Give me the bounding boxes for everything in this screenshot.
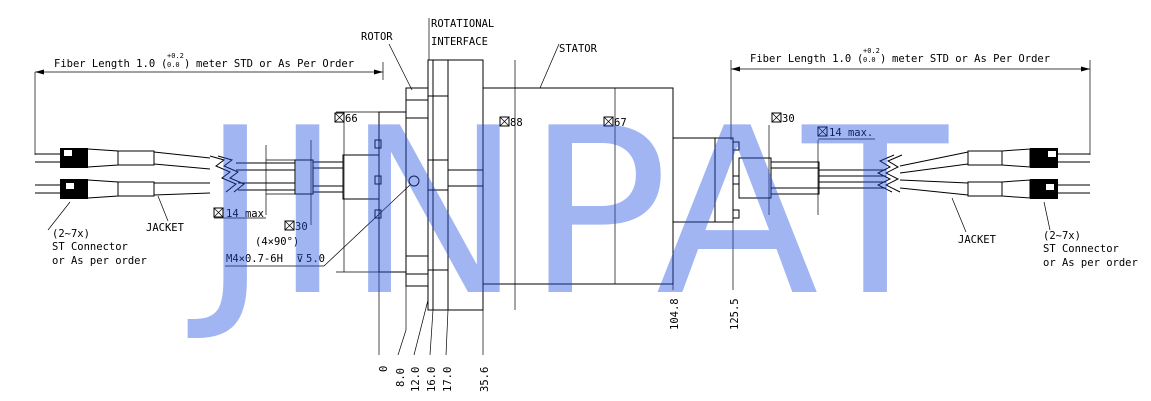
stator-label: STATOR: [559, 43, 598, 55]
dim-0: 0: [378, 366, 390, 372]
right-fiber-length-suffix: meter STD or As Per Order: [892, 53, 1050, 65]
right-connector-order: or As per order: [1043, 257, 1138, 269]
left-jacket-label: JACKET: [146, 222, 185, 234]
rotor-label: ROTOR: [361, 31, 393, 43]
rotor-dia-30: 30: [295, 221, 308, 233]
left-tol-upper: +0.2: [167, 52, 184, 60]
dim-104-8: 104.8: [669, 298, 681, 330]
left-connector-order: or As per order: [52, 255, 147, 267]
svg-text:⊽: ⊽: [296, 253, 304, 265]
rotational-interface: ROTATIONAL INTERFACE: [427, 18, 494, 311]
left-tol-lower: 0.0: [167, 61, 180, 69]
right-max-14: 14 max.: [829, 127, 873, 139]
right-tol-upper: +0.2: [863, 47, 880, 55]
svg-text:(: (: [161, 58, 167, 70]
dim-16: 16.0: [426, 367, 438, 392]
left-st-connector-lower: [35, 179, 211, 199]
left-st-connector-upper: [35, 148, 211, 170]
watermark-logo: JINPAT: [188, 80, 950, 347]
stator-dia-67: 67: [614, 117, 627, 129]
dim-17: 17.0: [442, 367, 454, 392]
right-connector-type: ST Connector: [1043, 243, 1119, 255]
rotational-interface-label-1: ROTATIONAL: [431, 18, 494, 30]
left-fiber-break-mark: [209, 155, 237, 193]
dim-125-5: 125.5: [729, 298, 741, 330]
left-max-14: 14 max: [226, 208, 264, 220]
dim-8: 8.0: [395, 368, 407, 387]
right-jacket-label: JACKET: [958, 234, 997, 246]
svg-text:(: (: [857, 53, 863, 65]
right-fiber-assembly: Fiber Length 1.0 ( +0.2 0.0 ) meter STD …: [730, 47, 1138, 269]
rotor-side-boot: 30 14 max: [213, 140, 380, 233]
stator-body: 88 67 STATOR: [447, 43, 740, 311]
dim-35-6: 35.6: [479, 367, 491, 392]
right-st-connector-lower: [899, 179, 1090, 199]
svg-text:): ): [880, 53, 886, 65]
baseline-dimensions: 0 8.0 12.0 16.0 17.0 35.6 104.8 125.5: [378, 222, 741, 392]
svg-text:): ): [184, 58, 190, 70]
right-tol-lower: 0.0: [863, 56, 876, 64]
left-fiber-length-suffix: meter STD or As Per Order: [196, 58, 354, 70]
left-connector-qty: (2~7x): [52, 228, 90, 240]
rotational-interface-label-2: INTERFACE: [431, 36, 488, 48]
stator-side-boot: 30 14 max.: [738, 112, 875, 215]
rotor-dia-66: 66: [345, 113, 358, 125]
holes-pattern: (4×90°): [255, 236, 299, 248]
dim-12: 12.0: [410, 367, 422, 392]
thread-spec: M4×0.7-6H: [226, 253, 283, 265]
left-fiber-assembly: Fiber Length 1.0 ( +0.2 0.0 ) meter STD …: [34, 52, 384, 267]
stator-dia-30: 30: [782, 113, 795, 125]
right-st-connector-upper: [899, 148, 1090, 174]
right-fiber-break-mark: [876, 154, 895, 193]
right-fiber-length-prefix: Fiber Length 1.0: [750, 53, 851, 65]
right-connector-qty: (2~7x): [1043, 230, 1081, 242]
left-fiber-length-prefix: Fiber Length 1.0: [54, 58, 155, 70]
stator-dia-88: 88: [510, 117, 523, 129]
rotor-flange: 66 ROTOR (4×90°) M4×0.7-6H ⊽ 5.0: [225, 31, 429, 287]
mount-hole-icon: [408, 175, 420, 187]
thread-depth: 5.0: [306, 253, 325, 265]
left-connector-type: ST Connector: [52, 241, 128, 253]
